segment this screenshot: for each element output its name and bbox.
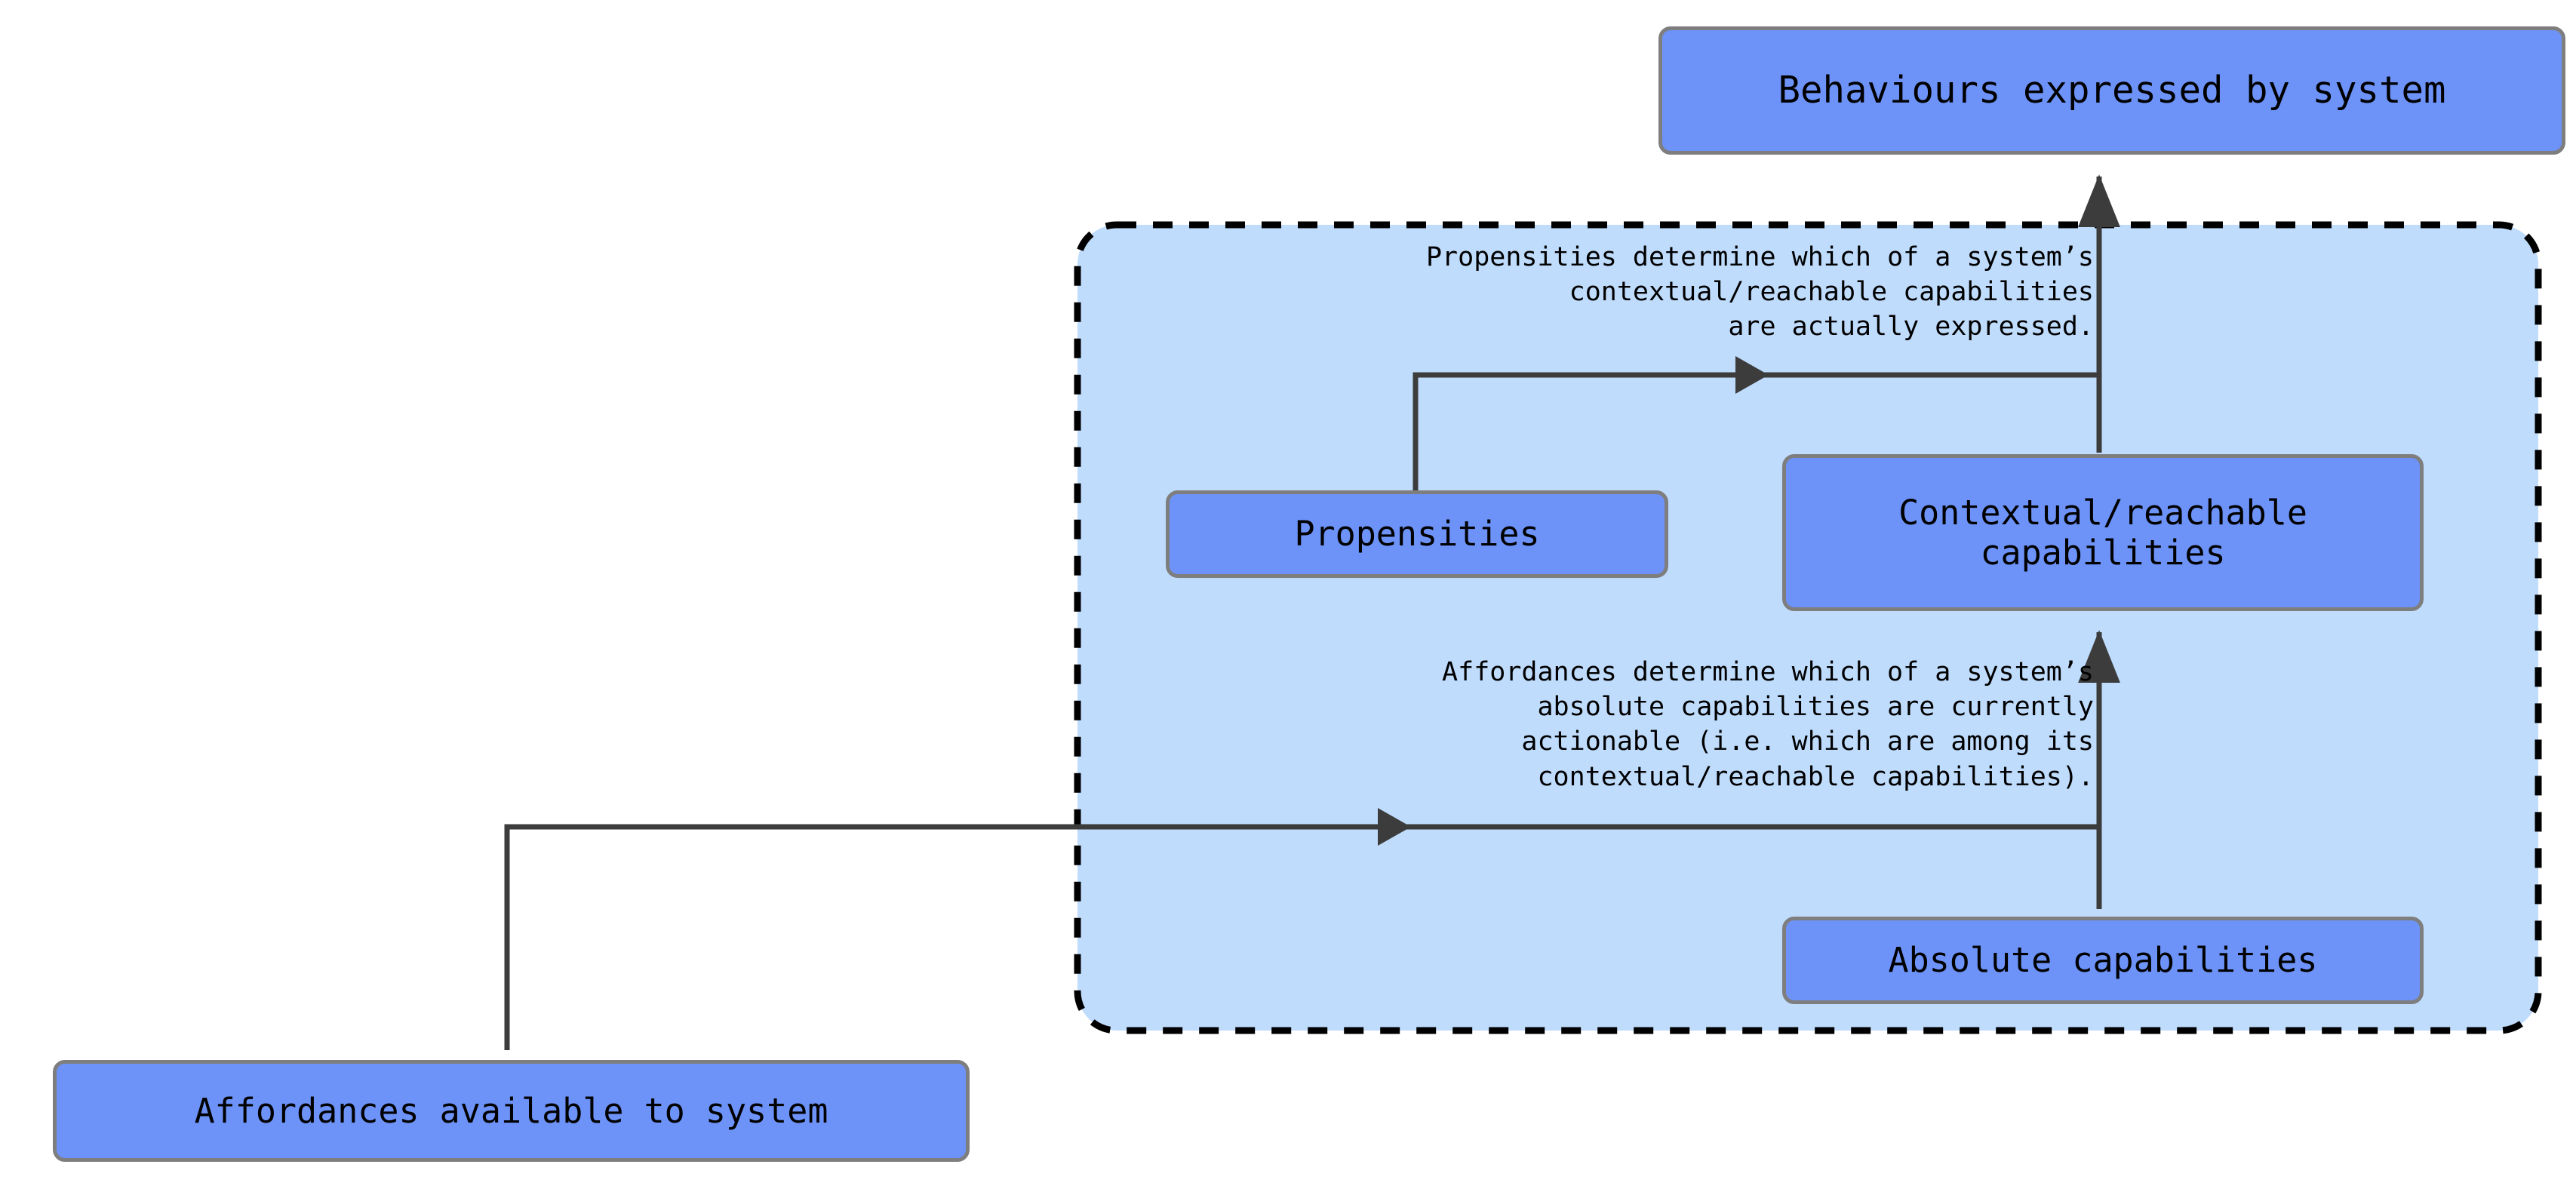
edge-propensities-elbow	[1412, 372, 2097, 504]
annotation-affordances-note: Affordances determine which of a system’…	[1442, 657, 2094, 792]
node-affordances-available-to-system[interactable]: Affordances available to system	[53, 1060, 970, 1162]
node-behaviours-expressed-by-system[interactable]: Behaviours expressed by system	[1658, 26, 2565, 155]
annotation-propensities-note: Propensities determine which of a system…	[1425, 242, 2094, 343]
edge-affordances-arrowhead	[1378, 808, 1411, 846]
node-contextual-reachable-capabilities[interactable]: Contextual/reachable capabilities	[1782, 454, 2424, 611]
node-propensities[interactable]: Propensities	[1166, 490, 1668, 578]
edge-propensities-arrowhead	[1735, 356, 1769, 394]
edge-affordances-elbow	[504, 824, 2097, 1050]
system-boundary-container	[1074, 221, 2542, 1034]
node-absolute-capabilities[interactable]: Absolute capabilities	[1782, 917, 2424, 1004]
